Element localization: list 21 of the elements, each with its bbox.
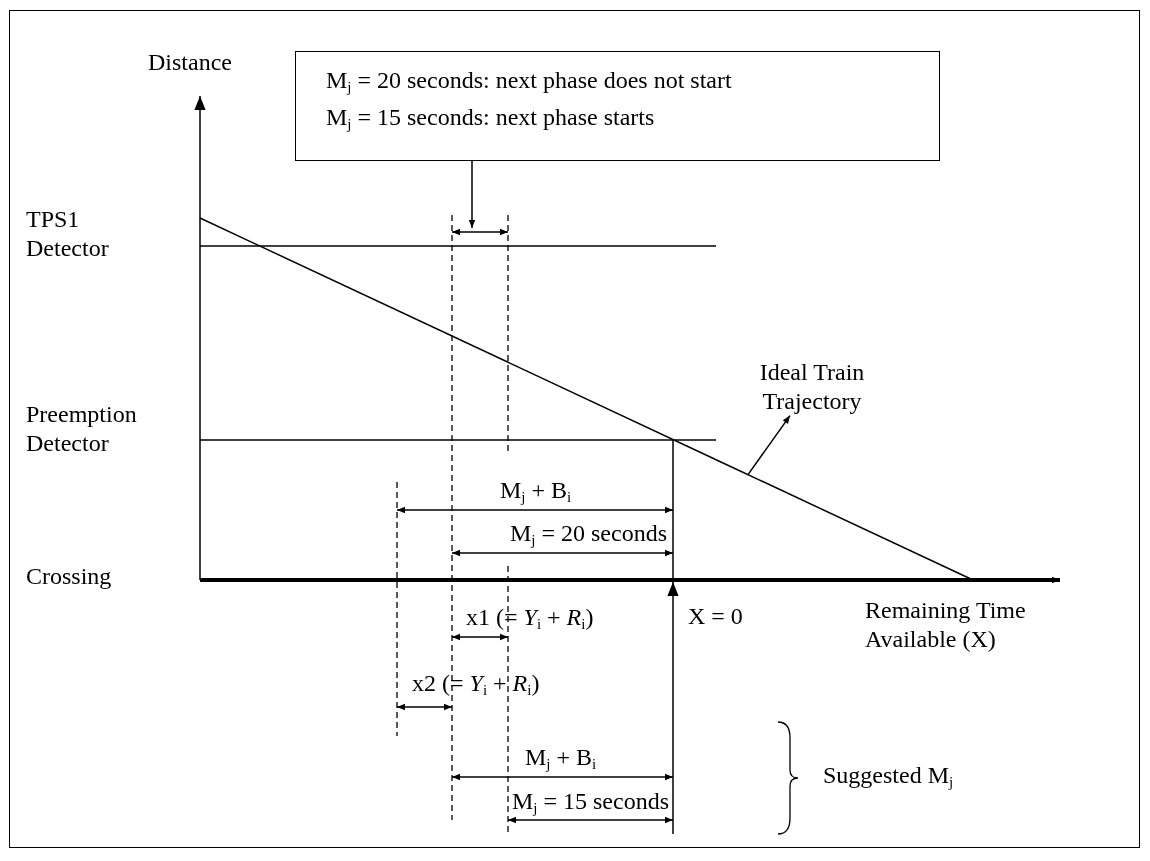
- trajectory-line: [737, 469, 759, 481]
- axis-label: M$_{j}$ + B$_{i}$: [525, 743, 597, 772]
- axis-label: M$_{j}$ + B$_{i}$: [500, 476, 572, 505]
- axis-label: Preemption Detector: [26, 400, 138, 458]
- axis-label: TPS1 Detector: [26, 205, 110, 263]
- arrow: [747, 414, 791, 476]
- axis-label: x1 (= Y$_{i}$ + R$_{i}$): [466, 603, 594, 632]
- trajectory-label: Ideal Train Trajectory: [758, 358, 866, 416]
- note-box: [295, 51, 940, 161]
- axis-label: X = 0: [688, 602, 743, 631]
- axis-label: M$_{j}$ = 15 seconds: [512, 787, 669, 816]
- axis-label: M$_{j}$ = 20 seconds: [510, 519, 667, 548]
- axis-label: Suggested M$_{j}$: [823, 761, 954, 790]
- axis-label: Remaining Time Available (X): [865, 596, 1027, 654]
- dimension-line: [451, 228, 509, 236]
- arrow: [468, 160, 476, 229]
- axis-label: x2 (= Y$_{i}$ + R$_{i}$): [412, 669, 540, 698]
- note-text: M$_{j}$ = 20 seconds: next phase does not start: [326, 66, 733, 95]
- axis-label: Crossing: [26, 562, 112, 591]
- note-text: M$_{j}$ = 15 seconds: next phase starts: [326, 102, 656, 132]
- axis-label: Distance: [148, 48, 232, 77]
